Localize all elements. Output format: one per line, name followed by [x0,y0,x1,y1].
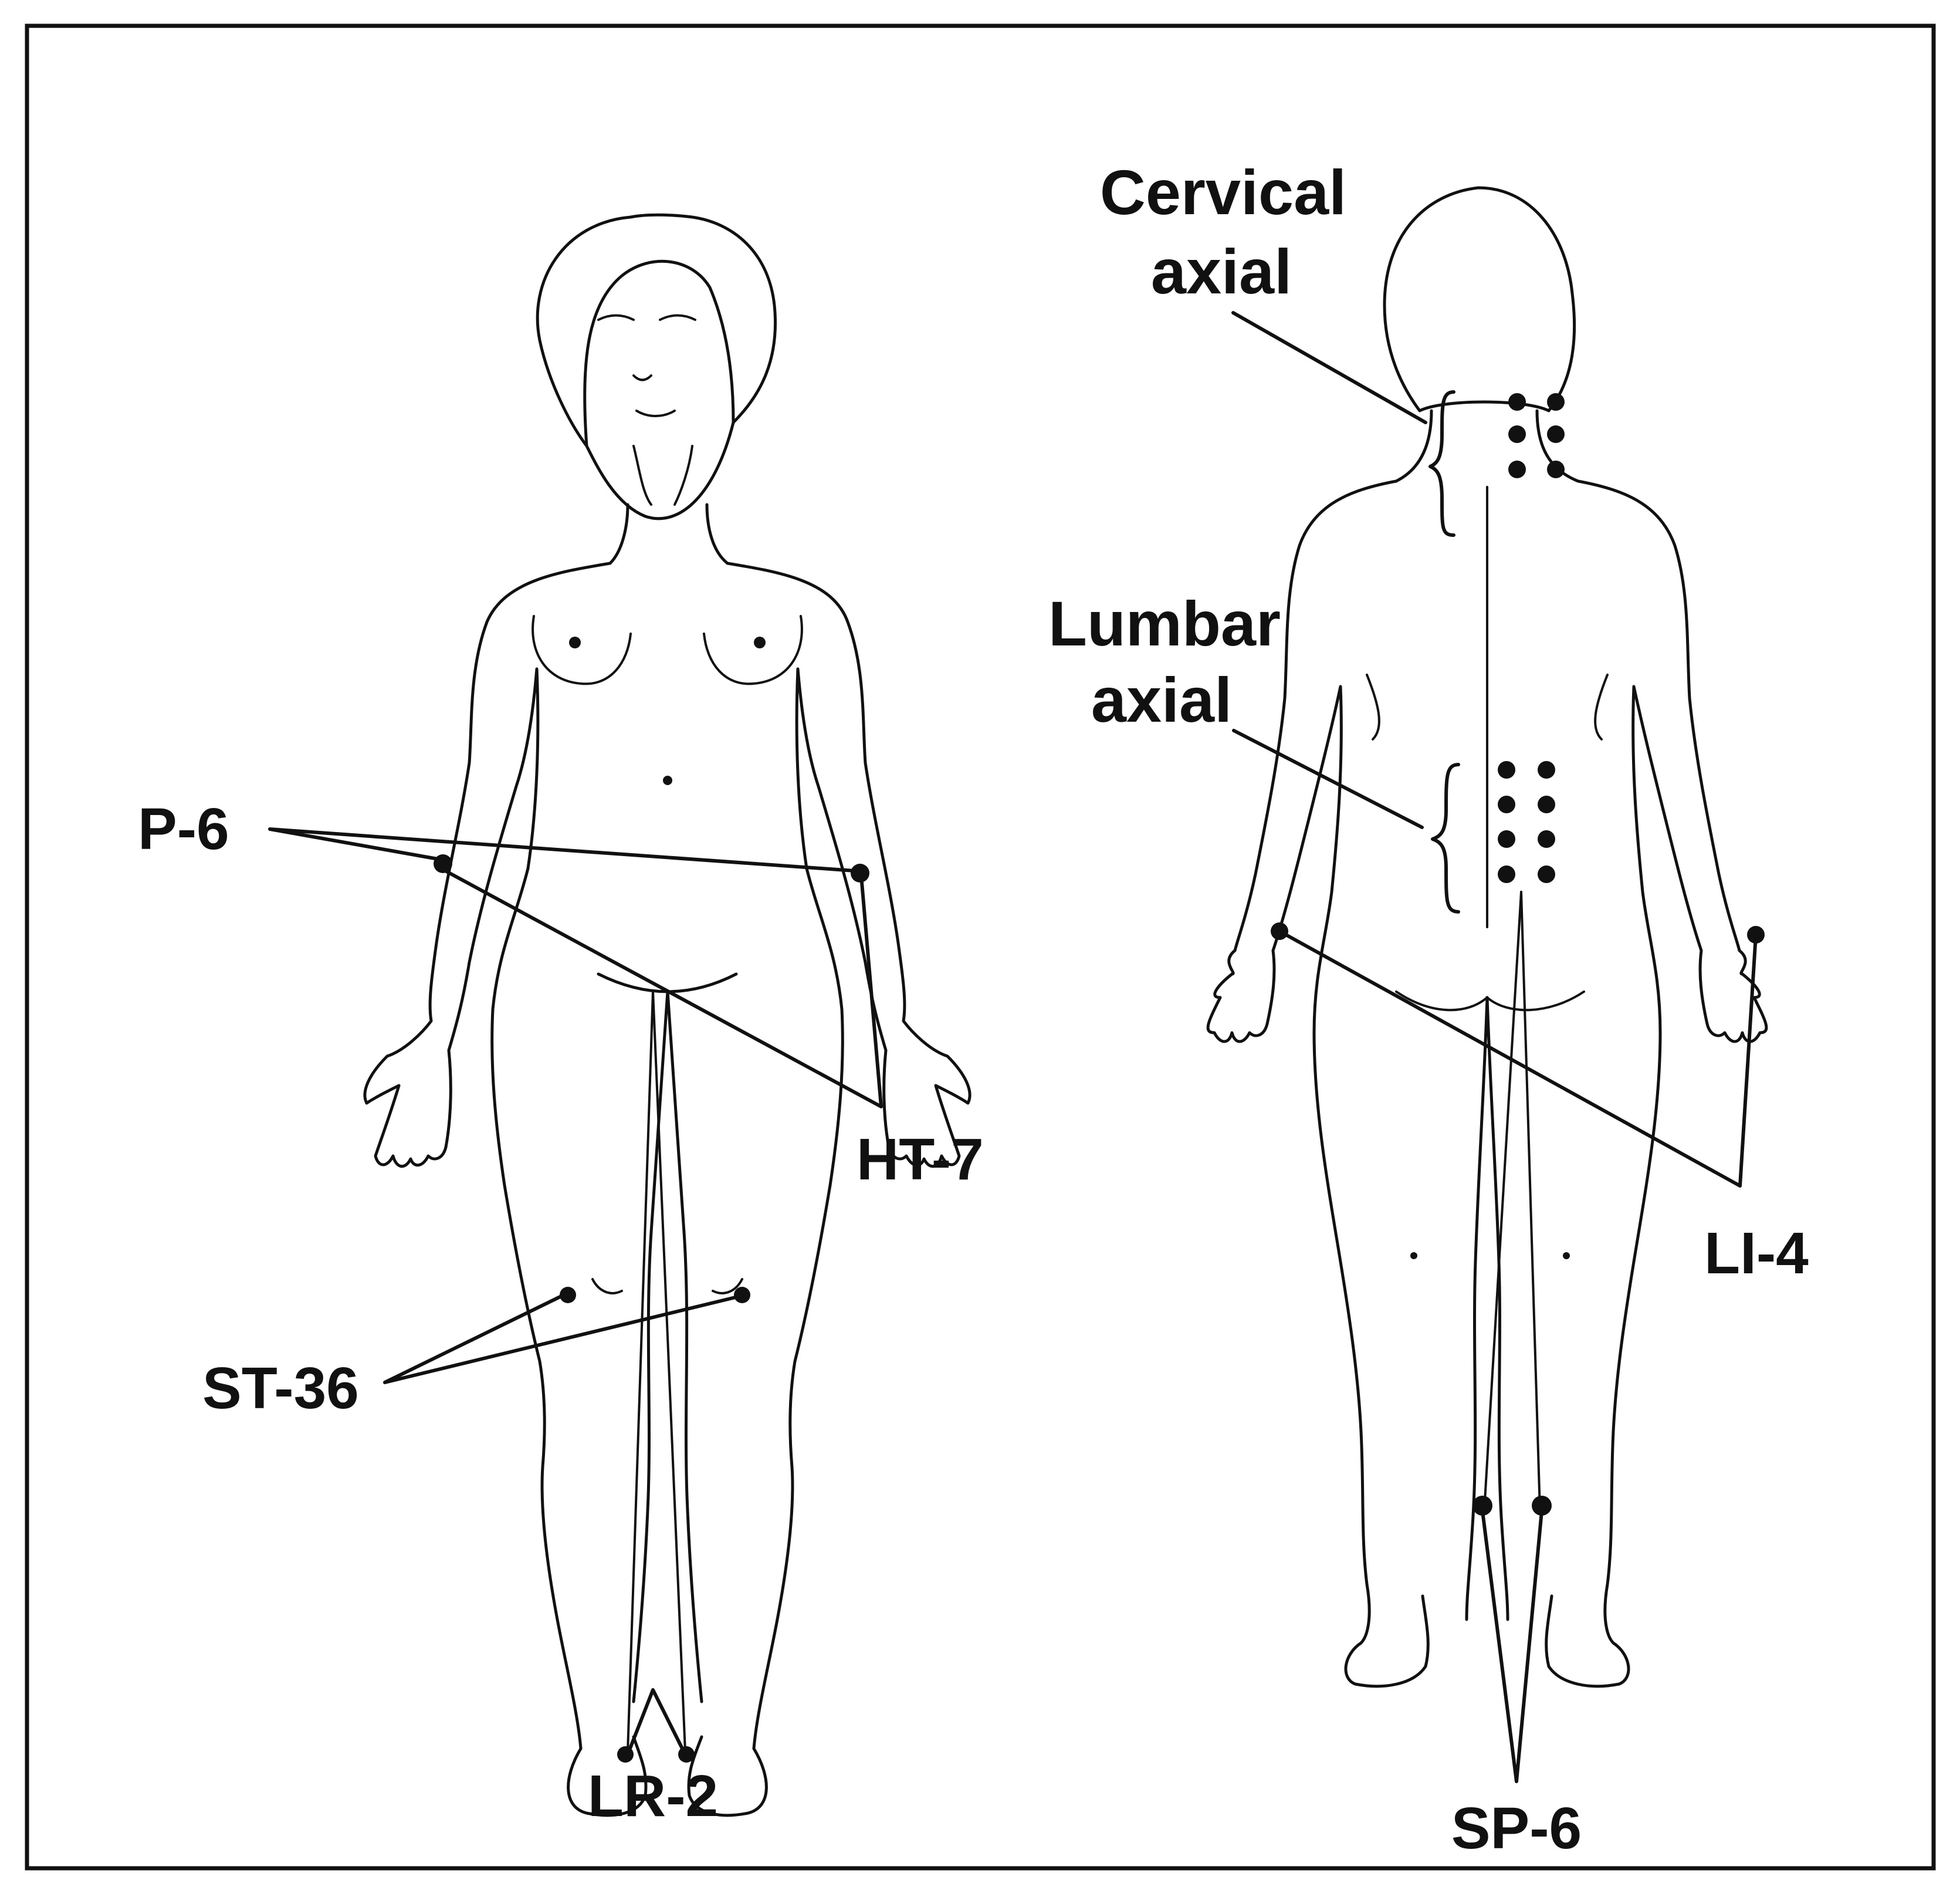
lumbar-point [1498,830,1515,848]
label-lumbar-line2: axial [1091,664,1232,735]
label-ht7: HT-7 [857,1127,984,1192]
label-lumbar-line1: Lumbar [1048,588,1281,659]
cervical-point [1547,393,1565,411]
lr2-point-right [617,1746,634,1763]
label-st36: ST-36 [202,1355,359,1421]
st36-point-right [560,1287,576,1303]
label-sp6: SP-6 [1451,1796,1582,1861]
lumbar-point [1498,796,1515,813]
label-cervical-line1: Cervical [1100,157,1346,228]
li4-point-right [1271,922,1288,940]
lumbar-point [1538,830,1555,848]
cervical-bracket [1430,392,1454,535]
lumbar-point [1498,761,1515,779]
st36-point-left [734,1287,750,1303]
lumbar-point [1538,796,1555,813]
sp6-leader [1482,1511,1542,1781]
lumbar-point [1538,865,1555,883]
p6-leader [270,829,862,871]
sp6-point-right [1472,1496,1492,1516]
cervical-point [1547,461,1565,478]
lumbar-point [1538,761,1555,779]
cervical-point [1508,461,1526,478]
labels: P-6 HT-7 ST-36 LR-2 Cervical axial Lumba… [138,157,1809,1861]
sp6-leg-line-left [1484,892,1521,1511]
sp6-point-left [1532,1496,1552,1516]
cervical-point [1547,425,1565,443]
front-view-figure [365,215,970,1815]
label-cervical-line2: axial [1151,236,1292,307]
lumbar-bracket [1433,765,1458,912]
st36-leader [385,1294,745,1382]
label-p6: P-6 [138,796,229,862]
cervical-point [1508,393,1526,411]
label-lr2: LR-2 [588,1763,718,1829]
cervical-point [1508,425,1526,443]
label-li4: LI-4 [1704,1220,1809,1286]
lumbar-point [1498,865,1515,883]
p6-point-left-wrist [851,864,869,882]
lr2-leg-line-right [653,992,685,1751]
sp6-leg-line-right [1521,892,1540,1511]
figure-frame [27,26,1934,1868]
lr2-point-left [678,1746,695,1763]
li4-point-left [1747,926,1765,944]
p6-point-right-wrist [434,854,452,873]
